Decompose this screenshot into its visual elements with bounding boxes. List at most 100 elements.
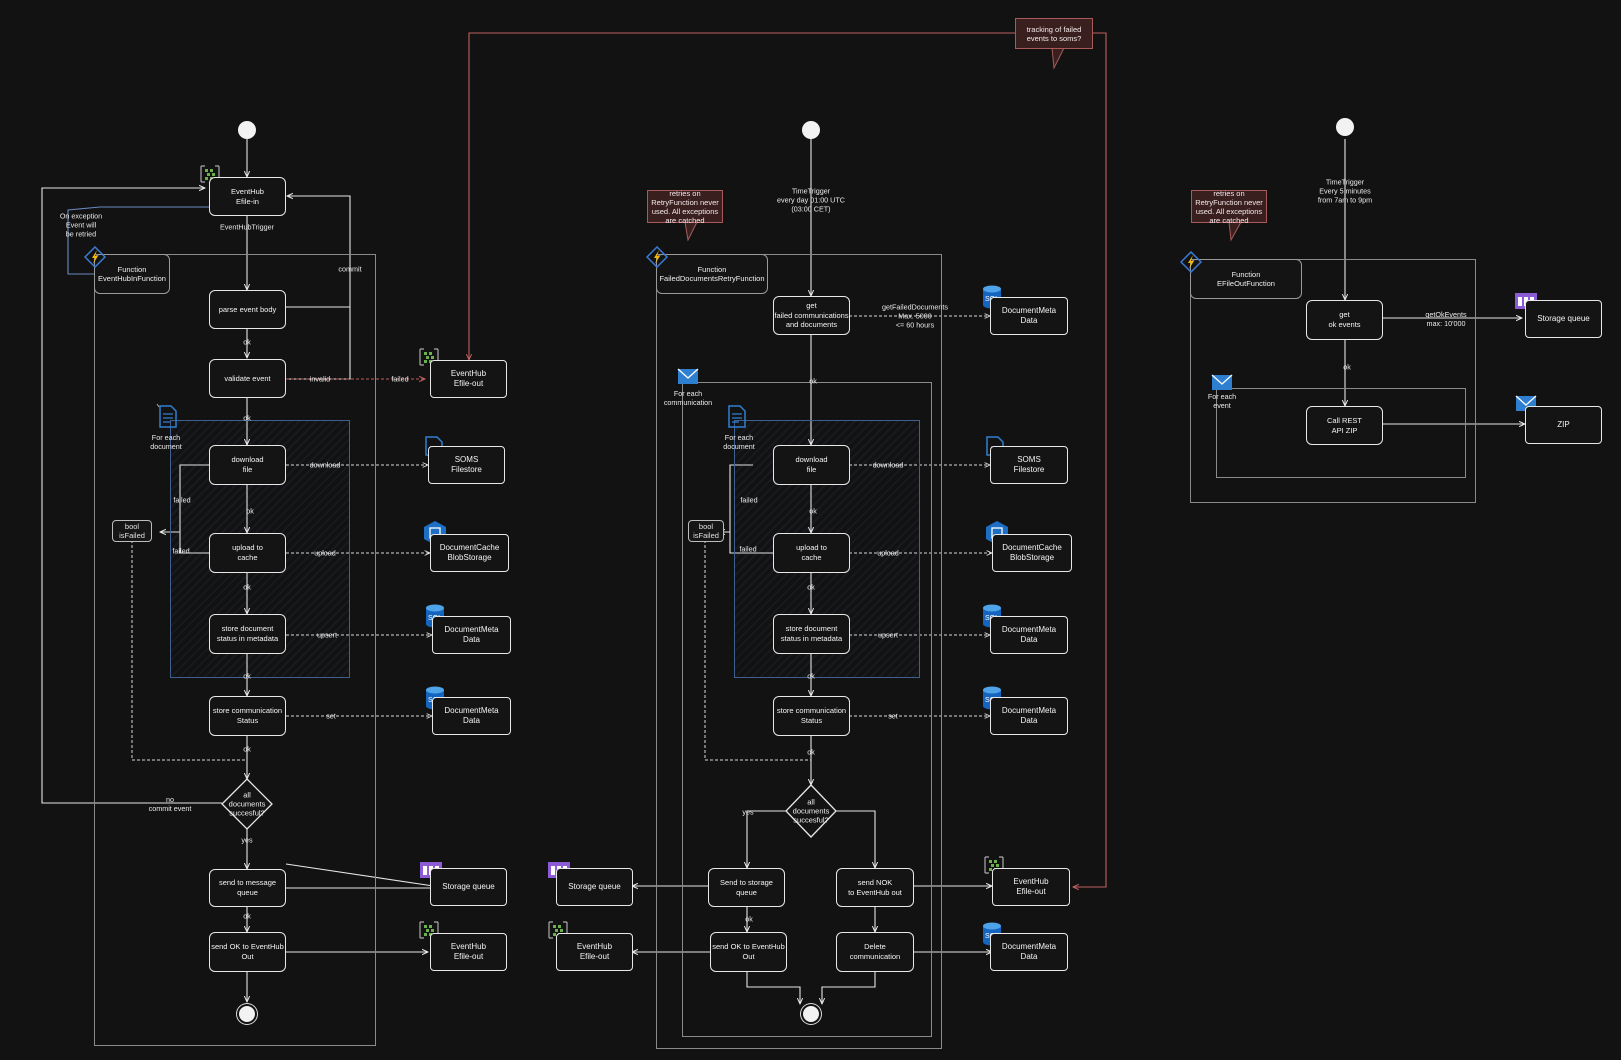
node-retry-store-document-status: store document status in metadata [773,614,850,654]
node-store-document-status: store document status in metadata [209,614,286,654]
edge-tracking-right [1073,32,1107,887]
edge-label-yes: yes [241,835,253,845]
edge-decision-yes [747,810,787,868]
node-get-ok-events: get ok events [1306,300,1383,340]
resource-retry-soms-filestore: SOMS Filestore [990,446,1068,484]
edge-label-ok: ok [243,911,251,921]
node-send-nok: send NOK to EventHub out [836,868,914,907]
resource-eventhub-efile-out-ok: EventHub Efile-out [430,933,507,971]
edge-label-upsert: upsert [878,630,898,640]
mail-icon [677,368,699,384]
edge-label-upload: upload [314,548,336,558]
edge-send-queue-to-queue [285,863,440,887]
edge-label-yes: yes [742,807,754,817]
resource-documentmeta-set: DocumentMeta Data [432,697,511,735]
loop-group-communication [682,382,932,1037]
edge-decision-no [835,810,875,868]
start-node-outbound [1336,118,1354,136]
edge-label-download: download [872,460,904,470]
node-retry-send-ok: send OK to EventHub Out [710,932,787,972]
resource-retry-documentmeta-delete: DocumentMeta Data [990,933,1068,971]
function-icon [646,246,668,268]
resource-documentmeta-upsert: DocumentMeta Data [432,616,511,654]
node-download-file: download file [209,445,286,485]
node-get-failed-communications: get failed communications and documents [773,296,850,335]
edge-label-get-failed-documents: getFailedDocuments Max. 5000 <= 60 hours [882,302,948,330]
edge-label-upsert: upsert [317,630,337,640]
edge-label-failed: failed [172,546,190,556]
decision-diamond-retry [785,784,837,838]
edge-label-ok: ok [807,747,815,757]
function-label-outbound: Function EFileOutFunction [1190,259,1302,299]
resource-retry-documentcache-blob: DocumentCache BlobStorage [992,534,1072,572]
function-label-inbound: Function EventHubInFunction [94,254,170,294]
label-for-each-document-retry: For each document [723,433,755,451]
function-group-inbound [94,254,376,1046]
node-send-to-message-queue: send to message queue [209,869,286,907]
node-parse-event-body: parse event body [209,290,286,329]
resource-retry-eventhub-out: EventHub Efile-out [556,933,633,971]
edge-label-ok: ok [1343,362,1351,372]
edge-label-set: set [888,711,898,721]
function-group-retry [656,254,942,1049]
decision-label-retry: all documents succesful? [792,797,830,825]
variable-isfailed-retry: bool isFailed [688,520,724,542]
resource-documentcache-blob: DocumentCache BlobStorage [430,534,509,572]
node-store-communication-status: store communication Status [209,696,286,736]
resource-retry-documentmeta-upsert: DocumentMeta Data [990,616,1068,654]
edge-label-ok: ok [246,506,254,516]
mail-icon [1211,374,1233,390]
function-label-retry: Function FailedDocumentsRetryFunction [656,254,768,294]
edge-label-ok: ok [809,506,817,516]
label-for-each-document-inbound: For each document [150,433,182,451]
edge-label-ok: ok [809,376,817,386]
edge-label-ok: ok [243,671,251,681]
note-retry: retries on RetryFunction never used. All… [647,189,723,225]
edge-label-failed-red: failed [391,374,409,384]
edge-label-ok: ok [243,582,251,592]
edge-label-set: set [326,711,336,721]
edge-label-invalid: invalid [309,374,331,384]
edge-label-upload: upload [877,548,899,558]
label-exception-note: On exception Event will be retried [59,211,103,239]
document-icon [728,405,746,428]
resource-retry-storage-queue: Storage queue [556,868,633,906]
end-node-inbound [239,1006,255,1022]
end-node-retry [803,1006,819,1022]
resource-zip: ZIP [1525,406,1602,444]
node-call-rest-api-zip: Call REST API ZIP [1306,406,1383,445]
function-icon [84,246,106,268]
resource-outbound-storage-queue: Storage queue [1525,300,1602,338]
label-commit: commit [338,264,362,274]
node-validate-event: validate event [209,359,286,398]
resource-retry-eventhub-nok: EventHub Efile-out [992,868,1070,906]
node-retry-upload-to-cache: upload to cache [773,533,850,573]
edge-label-ok: ok [807,582,815,592]
edge-label-download: download [309,460,341,470]
resource-storage-queue: Storage queue [430,868,507,906]
start-node-inbound [238,121,256,139]
edge-tracking-top [469,32,1015,360]
node-send-ok-to-eventhub: send OK to EventHub Out [209,932,286,972]
edge-label-ok: ok [807,671,815,681]
edge-commit-loop [286,196,351,308]
edge-label-ok: ok [243,744,251,754]
label-for-each-communication: For each communication [663,389,713,407]
edge-exception-retry [67,206,210,275]
start-node-retry [802,121,820,139]
node-send-to-storage-queue: Send to storage queue [708,868,785,907]
eventhub-icon [548,921,568,939]
note-outbound: retries on RetryFunction never used. All… [1191,189,1267,225]
edge-no-commit [41,188,222,804]
label-eventhub-trigger: EventHubTrigger [219,222,275,232]
node-upload-to-cache: upload to cache [209,533,286,573]
edge-label-get-ok-events: getOkEvents max: 10'000 [1425,310,1467,328]
resource-eventhub-efile-out: EventHub Efile-out [430,360,507,398]
loop-group-event [1216,388,1466,478]
label-for-each-event: For each event [1207,392,1237,410]
edge-upload-failed [179,532,209,554]
edge-label-ok: ok [745,914,753,924]
label-outbound-trigger: TimeTrigger Every 5 minutes from 7am to … [1317,177,1373,205]
document-icon [156,403,177,428]
